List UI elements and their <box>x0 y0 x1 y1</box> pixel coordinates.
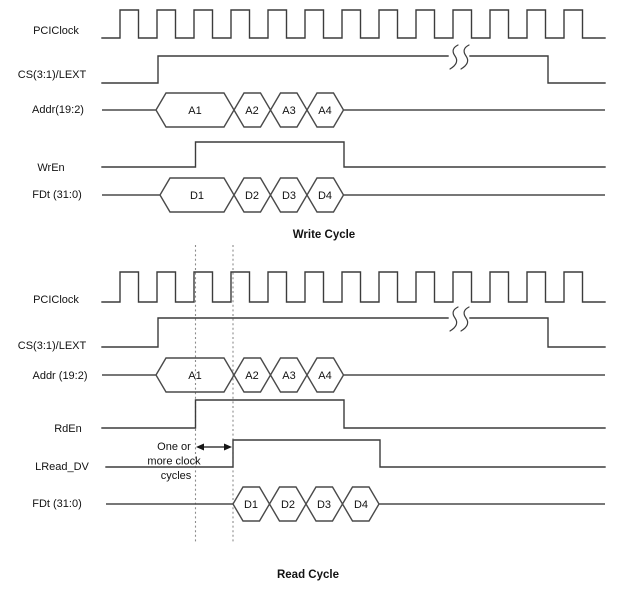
write-addr-value-a2: A2 <box>245 105 258 117</box>
read-addr-label: Addr (19:2) <box>32 370 87 382</box>
read-cs-break-icon <box>449 306 470 332</box>
write-pciclock-waveform <box>101 9 606 39</box>
write-fdt-value-d4: D4 <box>318 190 332 202</box>
read-fdt-bus-waveform <box>106 486 605 522</box>
read-addr-value-a2: A2 <box>245 370 258 382</box>
write-pciclock-label: PCIClock <box>33 25 79 37</box>
arrow-head-right-icon <box>224 443 232 451</box>
read-fdt-value-d3: D3 <box>317 499 331 511</box>
read-fdt-value-d1: D1 <box>244 499 258 511</box>
read-addr-value-a3: A3 <box>282 370 295 382</box>
write-fdt-value-d1: D1 <box>190 190 204 202</box>
read-cycle-caption: Read Cycle <box>277 569 339 581</box>
write-cycle-diagram: PCIClock CS(3:1)/LEXT Addr(19:2) A1 A2 A… <box>18 9 606 241</box>
write-cs-lext-label: CS(3:1)/LEXT <box>18 69 87 81</box>
cursor-guides <box>194 245 234 543</box>
write-cycle-caption: Write Cycle <box>293 229 355 241</box>
read-cs-lext-label: CS(3:1)/LEXT <box>18 340 87 352</box>
arrow-head-left-icon <box>196 443 204 451</box>
write-wren-waveform <box>101 141 606 168</box>
read-cycle-diagram: PCIClock CS(3:1)/LEXT Addr (19:2) A1 A2 … <box>18 271 606 581</box>
read-rden-waveform <box>101 399 606 429</box>
read-fdt-value-d4: D4 <box>354 499 368 511</box>
read-addr-value-a1: A1 <box>188 370 201 382</box>
read-rden-label: RdEn <box>54 423 82 435</box>
read-fdt-label: FDt (31:0) <box>32 498 82 510</box>
read-lread-dv-label: LRead_DV <box>35 461 89 473</box>
write-fdt-label: FDt (31:0) <box>32 189 82 201</box>
write-addr-value-a3: A3 <box>282 105 295 117</box>
annotation-line-2: more clock <box>147 456 201 468</box>
clock-cycles-annotation: One or more clock cycles <box>147 441 232 482</box>
write-wren-label: WrEn <box>37 162 64 174</box>
write-cs-waveform-right <box>469 55 606 84</box>
write-addr-value-a1: A1 <box>188 105 201 117</box>
read-cs-waveform-left <box>101 317 449 348</box>
annotation-line-3: cycles <box>161 470 192 482</box>
write-addr-value-a4: A4 <box>318 105 331 117</box>
read-lread-dv-waveform <box>105 439 606 468</box>
write-fdt-value-d2: D2 <box>245 190 259 202</box>
read-fdt-value-d2: D2 <box>281 499 295 511</box>
write-addr-bus-waveform <box>102 92 605 128</box>
write-fdt-value-d3: D3 <box>282 190 296 202</box>
read-addr-value-a4: A4 <box>318 370 331 382</box>
write-fdt-bus-waveform <box>102 177 605 213</box>
write-addr-label: Addr(19:2) <box>32 104 84 116</box>
read-addr-bus-waveform <box>102 357 605 393</box>
read-pciclock-label: PCIClock <box>33 294 79 306</box>
read-pciclock-waveform <box>101 271 606 303</box>
write-cs-break-icon <box>449 44 470 70</box>
write-cs-waveform-left <box>101 55 449 84</box>
read-cs-waveform-right <box>469 317 606 348</box>
annotation-line-1: One or <box>157 441 191 453</box>
